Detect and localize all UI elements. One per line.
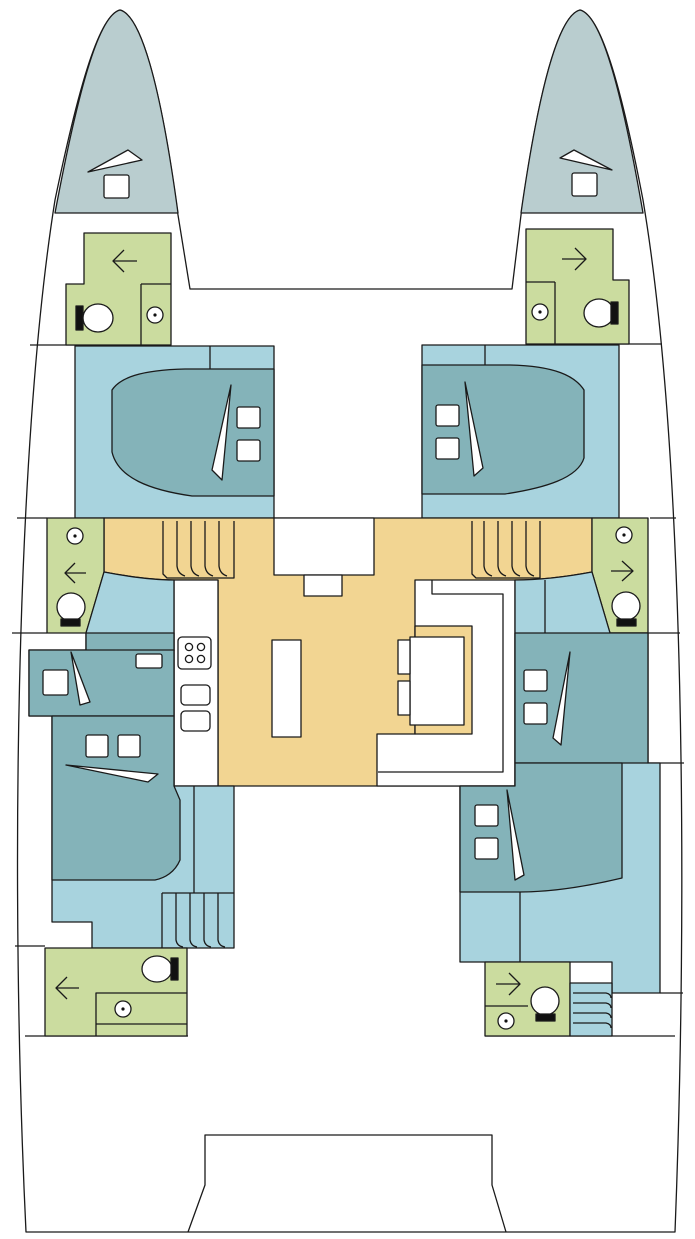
dinette-stool bbox=[397, 639, 411, 675]
toilet-icon bbox=[530, 986, 560, 1022]
shower-arrow-icon bbox=[611, 560, 634, 582]
shower-arrow-icon bbox=[496, 972, 521, 996]
galley-sink-basin bbox=[180, 684, 211, 706]
sink-icon bbox=[114, 1000, 132, 1018]
aft-berth-port bbox=[51, 715, 181, 881]
dinette-table bbox=[409, 636, 465, 726]
pillow-icon bbox=[552, 651, 571, 746]
pillow-icon bbox=[464, 381, 484, 477]
hatch-icon bbox=[474, 804, 499, 827]
saloon-forward-console bbox=[273, 517, 375, 576]
pillow-icon bbox=[65, 764, 159, 783]
forward-berth-starboard bbox=[421, 364, 585, 495]
sink-icon bbox=[497, 1012, 515, 1030]
toilet-icon bbox=[583, 298, 619, 328]
stove-icon bbox=[177, 636, 212, 670]
toilet-icon bbox=[75, 303, 114, 333]
hatch-icon bbox=[523, 669, 548, 692]
aft-berth-starboard bbox=[459, 762, 623, 893]
aft-berth-starboard-upper bbox=[514, 632, 649, 764]
sink-icon bbox=[146, 306, 164, 324]
pillow-icon bbox=[211, 384, 232, 481]
sink-icon bbox=[66, 527, 84, 545]
hatch-icon bbox=[135, 653, 163, 669]
bow-hatch-icon-port bbox=[103, 174, 130, 199]
shower-arrow-icon bbox=[64, 562, 86, 584]
hatch-icon bbox=[85, 734, 109, 758]
hatch-icon bbox=[435, 404, 460, 427]
stairs-icon bbox=[162, 521, 235, 579]
bow-hatch-wing-port bbox=[87, 149, 143, 173]
forward-head-starboard bbox=[525, 228, 630, 345]
dinette-stool bbox=[397, 680, 411, 716]
galley-counter bbox=[173, 579, 219, 787]
sink-icon bbox=[531, 303, 549, 321]
aft-cabin-port-bench bbox=[85, 632, 175, 652]
hatch-icon bbox=[435, 437, 460, 460]
pillow-icon bbox=[70, 651, 91, 706]
toilet-icon bbox=[56, 592, 86, 627]
shower-arrow-icon bbox=[55, 976, 79, 1000]
head-divider bbox=[95, 992, 187, 1036]
hatch-icon bbox=[42, 669, 69, 696]
saloon-forward-step bbox=[303, 574, 343, 597]
saloon-table bbox=[271, 639, 302, 738]
bow-hatch-wing-starboard bbox=[559, 149, 613, 171]
hatch-icon bbox=[236, 439, 261, 462]
dinette-settee-cushion bbox=[378, 580, 504, 773]
toilet-icon bbox=[611, 591, 641, 627]
pillow-icon bbox=[506, 789, 525, 881]
forward-berth-port bbox=[111, 368, 275, 497]
shower-arrow-icon bbox=[562, 247, 587, 271]
stairs-icon bbox=[569, 982, 613, 1037]
galley-sink-basin bbox=[180, 710, 211, 732]
bow-locker-port bbox=[54, 9, 179, 214]
shower-arrow-icon bbox=[112, 249, 137, 273]
bow-locker-starboard bbox=[520, 9, 644, 214]
stairs-icon bbox=[161, 892, 234, 948]
hatch-icon bbox=[117, 734, 141, 758]
sink-icon bbox=[615, 526, 633, 544]
stern-cockpit-outline bbox=[187, 1134, 507, 1233]
hatch-icon bbox=[474, 837, 499, 860]
hatch-icon bbox=[236, 406, 261, 429]
stairs-icon bbox=[471, 521, 541, 579]
bow-hatch-icon-starboard bbox=[571, 172, 598, 197]
hatch-icon bbox=[523, 702, 548, 725]
toilet-icon bbox=[141, 955, 179, 983]
